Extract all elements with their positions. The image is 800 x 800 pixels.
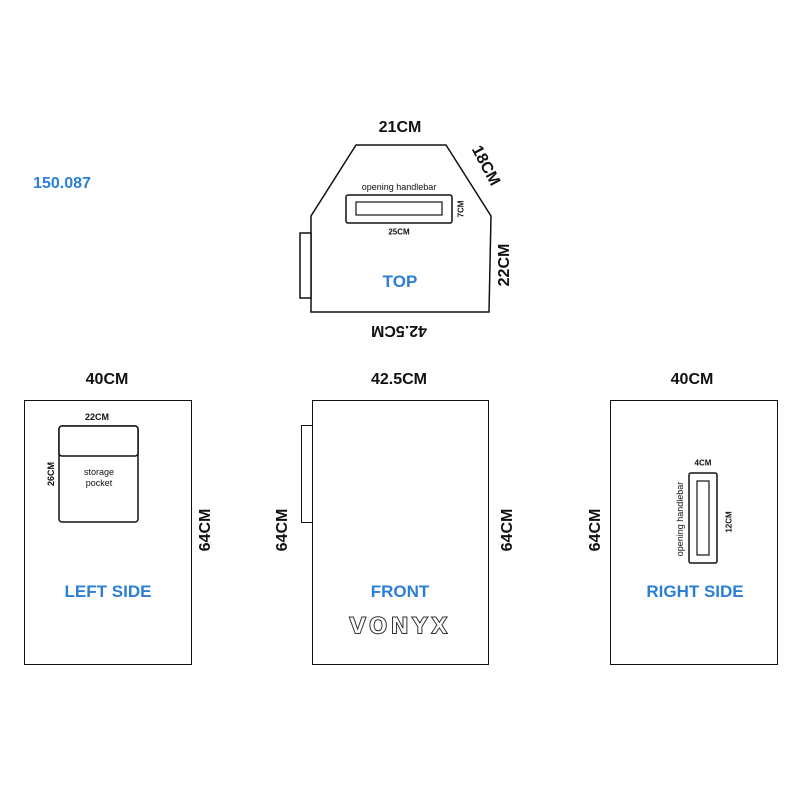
front-panel: [312, 400, 489, 665]
front-width-label: 42.5CM: [370, 371, 428, 388]
vonyx-logo: VONYX: [349, 614, 451, 640]
top-width-label: 21CM: [378, 119, 422, 136]
front-title: FRONT: [370, 582, 430, 601]
right-handle-inner: [696, 480, 710, 556]
left-side-width-label: 40CM: [85, 371, 129, 388]
right-side-width-label: 40CM: [670, 371, 714, 388]
pocket-label-line2: pocket: [85, 478, 113, 488]
top-handle-note: opening handlebar: [361, 182, 437, 192]
pocket-label-line1: storage: [83, 467, 115, 477]
top-side-tab: [299, 232, 312, 299]
right-handle-width-label: 4CM: [694, 458, 712, 468]
top-handle-inner: [355, 201, 443, 216]
top-view-title: TOP: [382, 272, 418, 291]
left-side-title: LEFT SIDE: [64, 582, 152, 601]
pocket-flap: [58, 425, 139, 457]
top-lid-shape: [310, 144, 492, 313]
right-side-title: RIGHT SIDE: [646, 582, 744, 601]
right-side-height-label: 64CM: [587, 508, 604, 552]
right-handle-height-label: 12CM: [724, 511, 734, 533]
product-code: 150.087: [33, 175, 91, 192]
right-handle-note: opening handlebar: [675, 481, 685, 557]
pocket-width-label: 22CM: [84, 412, 110, 422]
top-handle-width-label: 25CM: [388, 227, 410, 237]
